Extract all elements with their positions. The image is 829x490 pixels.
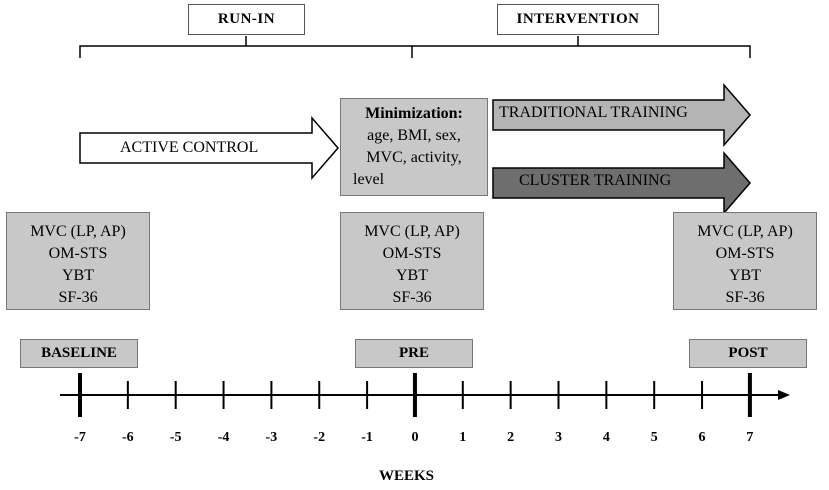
active-control-arrow — [79, 115, 339, 181]
tick-label: -6 — [122, 430, 134, 445]
tick-label: 3 — [555, 430, 562, 445]
measure-item: YBT — [396, 267, 428, 284]
traditional-training-label: TRADITIONAL TRAINING — [499, 104, 688, 121]
tick-label: -7 — [74, 430, 86, 445]
measure-item: MVC (LP, AP) — [30, 223, 126, 240]
minimization-line: MVC, activity, — [366, 149, 462, 166]
tick-label: -1 — [361, 430, 373, 445]
intervention-bracket — [412, 45, 751, 58]
baseline-measures-box: MVC (LP, AP) OM-STS YBT SF-36 — [6, 212, 150, 310]
timeline-ticks — [78, 373, 752, 417]
measure-item: MVC (LP, AP) — [364, 223, 460, 240]
run-in-bracket — [79, 45, 413, 58]
measure-item: SF-36 — [725, 289, 765, 306]
cluster-training-label: CLUSTER TRAINING — [519, 172, 672, 189]
traditional-training-arrow — [492, 82, 751, 148]
weeks-axis-label: WEEKS — [379, 468, 435, 484]
measure-item: OM-STS — [48, 245, 108, 262]
tick-label: 6 — [698, 430, 706, 445]
tick-label: -3 — [265, 430, 278, 445]
tick-label: -2 — [313, 430, 326, 445]
minimization-title: Minimization: — [365, 105, 463, 122]
tick-label: 0 — [411, 430, 419, 445]
measure-item: MVC (LP, AP) — [697, 223, 793, 240]
tick-label: -5 — [169, 430, 182, 445]
measure-item: OM-STS — [715, 245, 775, 262]
tick-label: 1 — [459, 430, 467, 445]
measure-item: OM-STS — [382, 245, 442, 262]
pre-measures-box: MVC (LP, AP) OM-STS YBT SF-36 — [340, 212, 484, 310]
tick-label: 7 — [746, 430, 754, 445]
post-label: POST — [689, 339, 807, 368]
tick-label: -4 — [217, 430, 230, 445]
run-in-label: RUN-IN — [188, 4, 305, 35]
intervention-label: INTERVENTION — [497, 4, 659, 35]
active-control-label: ACTIVE CONTROL — [120, 139, 259, 156]
post-measures-box: MVC (LP, AP) OM-STS YBT SF-36 — [673, 212, 817, 310]
measure-item: SF-36 — [392, 289, 432, 306]
minimization-box: Minimization: age, BMI, sex, MVC, activi… — [340, 98, 488, 196]
measure-item: YBT — [62, 267, 94, 284]
baseline-label: BASELINE — [20, 339, 138, 368]
pre-label: PRE — [355, 339, 473, 368]
tick-label: 4 — [602, 430, 610, 445]
timeline-arrowhead — [778, 390, 790, 400]
minimization-line: age, BMI, sex, — [367, 127, 461, 144]
tick-label: 5 — [650, 430, 658, 445]
cluster-training-arrow — [492, 150, 751, 216]
measure-item: YBT — [729, 267, 761, 284]
minimization-line: level — [353, 171, 385, 188]
tick-label: 2 — [507, 430, 515, 445]
measure-item: SF-36 — [58, 289, 98, 306]
